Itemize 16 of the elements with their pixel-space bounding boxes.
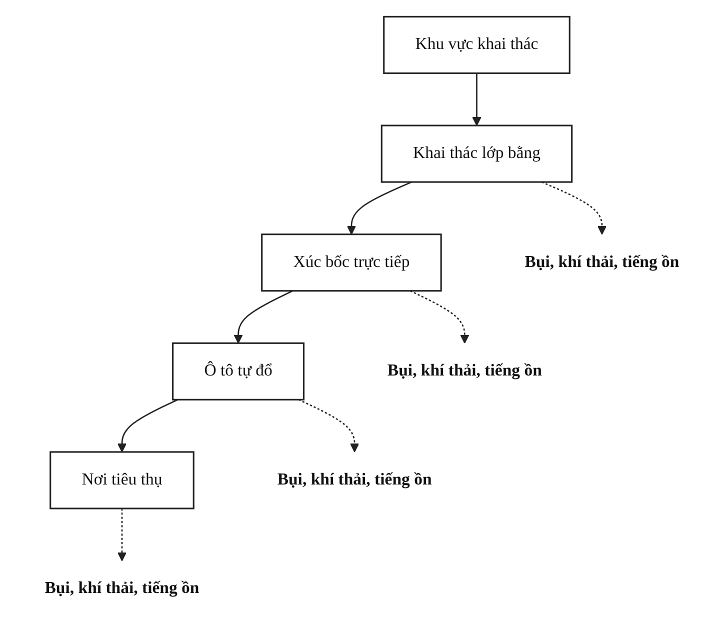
node-text: Bụi, khí thải, tiếng ồn — [44, 580, 200, 598]
arrow — [117, 399, 178, 452]
node-box: Ô tô tự đổ — [172, 342, 305, 400]
arrow — [410, 290, 470, 344]
node-box: Nơi tiêu thụ — [50, 451, 194, 510]
node-text: Bụi, khí thải, tiếng ồn — [277, 470, 432, 489]
arrow — [117, 508, 127, 562]
arrow — [346, 181, 412, 235]
arrow — [472, 73, 482, 126]
arrow — [298, 399, 360, 452]
node-box: Khu vực khai thác — [383, 16, 570, 74]
arrow — [234, 290, 293, 344]
node-text: Bụi, khí thải, tiếng ồn — [387, 362, 542, 380]
node-box: Xúc bốc trực tiếp — [261, 234, 442, 292]
node-box: Khai thác lớp bằng — [380, 124, 573, 183]
node-text: Bụi, khí thải, tiếng ồn — [524, 253, 680, 271]
